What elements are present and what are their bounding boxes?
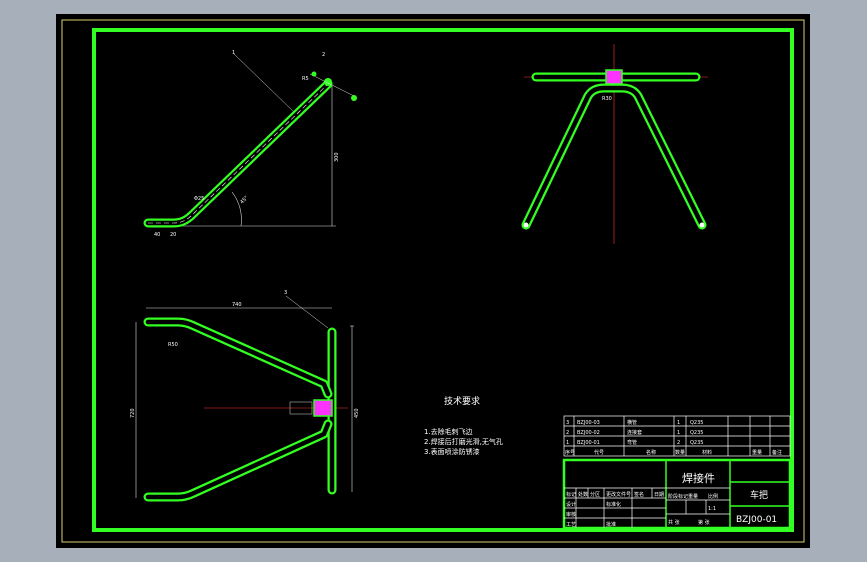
label-zone: 分区 xyxy=(590,491,600,498)
front-view: R30 xyxy=(521,44,708,244)
label-audit: 审核 xyxy=(566,511,576,518)
bom-row-2-qty: 1 xyxy=(677,430,680,436)
bom-row-3-name: 弯管 xyxy=(627,439,637,446)
bom-row-1-code: BZJ00-03 xyxy=(577,420,600,426)
dim-height: 300 xyxy=(334,152,340,162)
dim-height-total: 720 xyxy=(130,408,136,418)
bom-row-1-name: 横管 xyxy=(627,419,637,426)
label-sheet: 第 张 xyxy=(698,519,710,526)
bom-row-3-material: Q235 xyxy=(690,440,703,446)
leader-3 xyxy=(285,295,329,329)
product-name: 焊接件 xyxy=(682,471,715,485)
upper-arm-inner xyxy=(145,319,331,397)
dim-plan-radius: R50 xyxy=(168,342,178,348)
sleeve xyxy=(605,69,623,85)
bom-row-2-material: Q235 xyxy=(690,430,703,436)
bom-header-remark: 备注 xyxy=(772,449,782,456)
part-name: 车把 xyxy=(750,489,768,501)
leg-end-left xyxy=(523,222,529,228)
bom-row-2-name: 连接套 xyxy=(627,429,642,436)
leader-label-1: 1 xyxy=(232,50,235,56)
main-title-block xyxy=(562,458,792,530)
bom-row-1-qty: 1 xyxy=(677,420,680,426)
lower-arm xyxy=(143,419,333,502)
bom-header-name: 名称 xyxy=(646,449,656,456)
bom-row-3-code: BZJ00-01 xyxy=(577,440,600,446)
dim-len2: 20 xyxy=(170,232,176,238)
tech-requirements: 技术要求 1.去除毛刺飞边 2.焊接后打磨光滑,无气孔 3.表面喷涂防锈漆 xyxy=(424,395,503,456)
tech-req-line-1: 1.去除毛刺飞边 xyxy=(424,427,473,436)
plan-view: 740 720 450 R50 3 xyxy=(130,290,360,502)
label-weight: 重量 xyxy=(688,493,698,500)
angle-arc xyxy=(231,191,242,227)
bom-row-3-seq: 1 xyxy=(566,440,569,446)
bom-header-code: 代号 xyxy=(594,449,604,456)
label-approve: 批准 xyxy=(606,521,616,528)
outer-frame xyxy=(61,19,805,543)
bom-row-3-qty: 2 xyxy=(677,440,680,446)
label-doc: 更改文件号 xyxy=(606,491,631,498)
dim-width-total: 740 xyxy=(232,302,242,308)
bom-row-1-material: Q235 xyxy=(690,420,703,426)
hub-leader xyxy=(309,73,355,97)
label-standard: 标准化 xyxy=(606,501,621,508)
label-stage: 阶段标记 xyxy=(668,493,688,500)
dim-len1: 40 xyxy=(154,232,160,238)
label-date: 日期 xyxy=(654,492,664,498)
bom-row-1-seq: 3 xyxy=(566,420,569,426)
label-scale: 比例 xyxy=(708,493,718,500)
title-block xyxy=(562,415,792,530)
hub-cap xyxy=(324,78,332,86)
upper-arm xyxy=(143,317,333,399)
hub-mark xyxy=(351,95,357,101)
bom-header-qty: 数量 xyxy=(675,449,685,456)
plan-sleeve xyxy=(313,399,333,417)
leader-line xyxy=(233,53,297,115)
drawing-border xyxy=(92,28,794,532)
bom-row-2-code: BZJ00-02 xyxy=(577,430,600,436)
leader-label-3: 3 xyxy=(284,290,287,296)
label-sign: 签名 xyxy=(634,491,644,498)
label-process: 工艺 xyxy=(566,522,576,528)
lower-arm-inner xyxy=(145,421,331,500)
label-sheets: 共 张 xyxy=(668,519,680,526)
dim-radius-small: R5 xyxy=(302,76,309,82)
label-count: 处数 xyxy=(578,491,588,498)
legs-inner xyxy=(523,85,705,228)
bom-header-material: 材料 xyxy=(702,449,712,456)
dim-pipe-len: 450 xyxy=(354,408,360,418)
scale-value: 1:1 xyxy=(708,506,716,512)
hub-mark-2 xyxy=(311,71,317,77)
drawing-number: BZJ00-01 xyxy=(736,515,777,525)
dim-angle: 45° xyxy=(239,195,250,206)
sleeve-detail xyxy=(289,401,313,415)
dim-radius: R30 xyxy=(602,96,612,102)
leg-end-right xyxy=(699,222,705,228)
tech-req-line-2: 2.焊接后打磨光滑,无气孔 xyxy=(424,437,503,446)
tech-req-line-3: 3.表面喷涂防锈漆 xyxy=(424,447,480,456)
bom-row-2-seq: 2 xyxy=(566,430,569,436)
dim-dia: Φ25 xyxy=(194,196,204,202)
bom-header-weight: 重量 xyxy=(752,449,762,456)
drawing-canvas: 300 45° 40 20 Φ25 1 2 R5 R30 xyxy=(56,14,810,548)
drawing-svg: 300 45° 40 20 Φ25 1 2 R5 R30 xyxy=(61,19,805,543)
label-design: 设计 xyxy=(566,501,576,508)
tube-centerline xyxy=(148,83,329,224)
tech-req-title: 技术要求 xyxy=(444,395,480,407)
label-mark: 标记 xyxy=(566,491,576,498)
leader-label-2: 2 xyxy=(322,52,325,58)
side-view: 300 45° 40 20 Φ25 1 2 R5 xyxy=(143,50,357,238)
bom-header-seq: 序号 xyxy=(565,449,575,456)
